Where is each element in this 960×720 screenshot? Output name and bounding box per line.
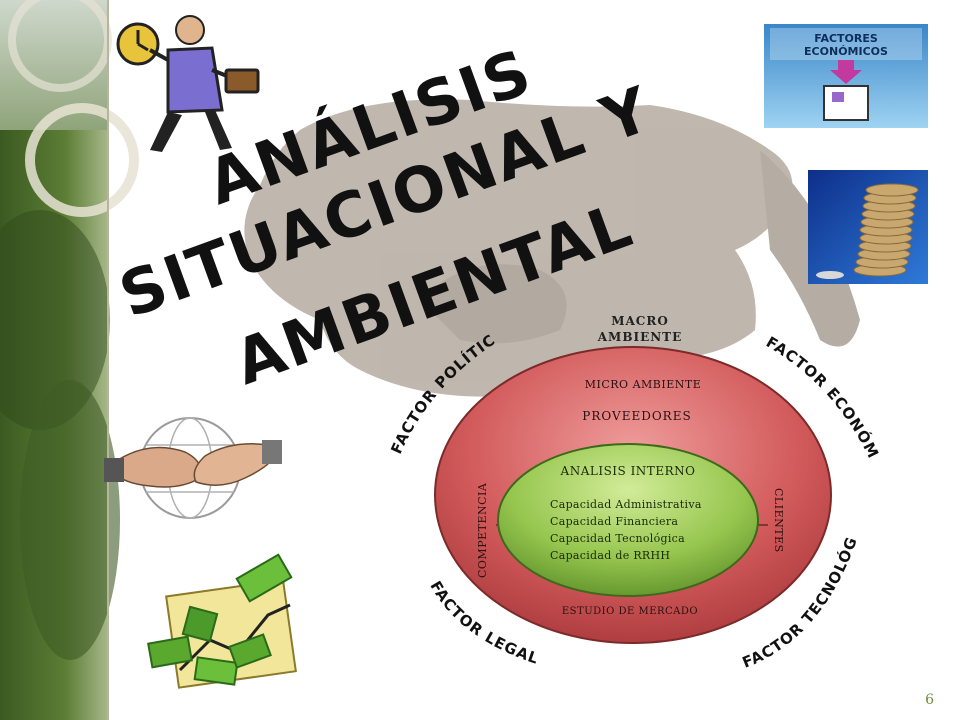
factores-box-line2: ECONÓMICOS	[804, 45, 888, 58]
capacidad-item: Capacidad Administrativa	[550, 498, 702, 511]
competencia-label: COMPETENCIA	[476, 482, 489, 578]
capacidad-item: Capacidad Financiera	[550, 515, 678, 528]
macro-label-line1: MACRO	[611, 314, 669, 328]
businessman-clipart	[116, 15, 260, 152]
clientes-label: CLIENTES	[772, 488, 785, 553]
macro-ambiente-label: MACRO AMBIENTE	[597, 314, 683, 344]
factores-economicos-image: FACTORES ECONÓMICOS	[764, 24, 928, 128]
money-chart-clipart	[147, 553, 297, 689]
proveedores-label: PROVEEDORES	[582, 409, 691, 423]
coins-image	[808, 170, 928, 284]
left-photo-strip	[0, 0, 139, 720]
analisis-interno-ellipse	[497, 443, 759, 597]
handshake-globe-image	[104, 417, 282, 519]
capacidades-list: Capacidad Administrativa Capacidad Finan…	[550, 498, 702, 562]
capacidad-item: Capacidad Tecnológica	[550, 532, 685, 545]
macro-label-line2: AMBIENTE	[597, 330, 683, 344]
estudio-mercado-label: ESTUDIO DE MERCADO	[562, 606, 698, 617]
capacidad-item: Capacidad de RRHH	[550, 549, 670, 562]
micro-ambiente-label: MICRO AMBIENTE	[585, 378, 701, 391]
page-number: 6	[925, 692, 934, 708]
factores-box-line1: FACTORES	[814, 32, 878, 45]
analisis-interno-title: ANALISIS INTERNO	[560, 464, 696, 478]
